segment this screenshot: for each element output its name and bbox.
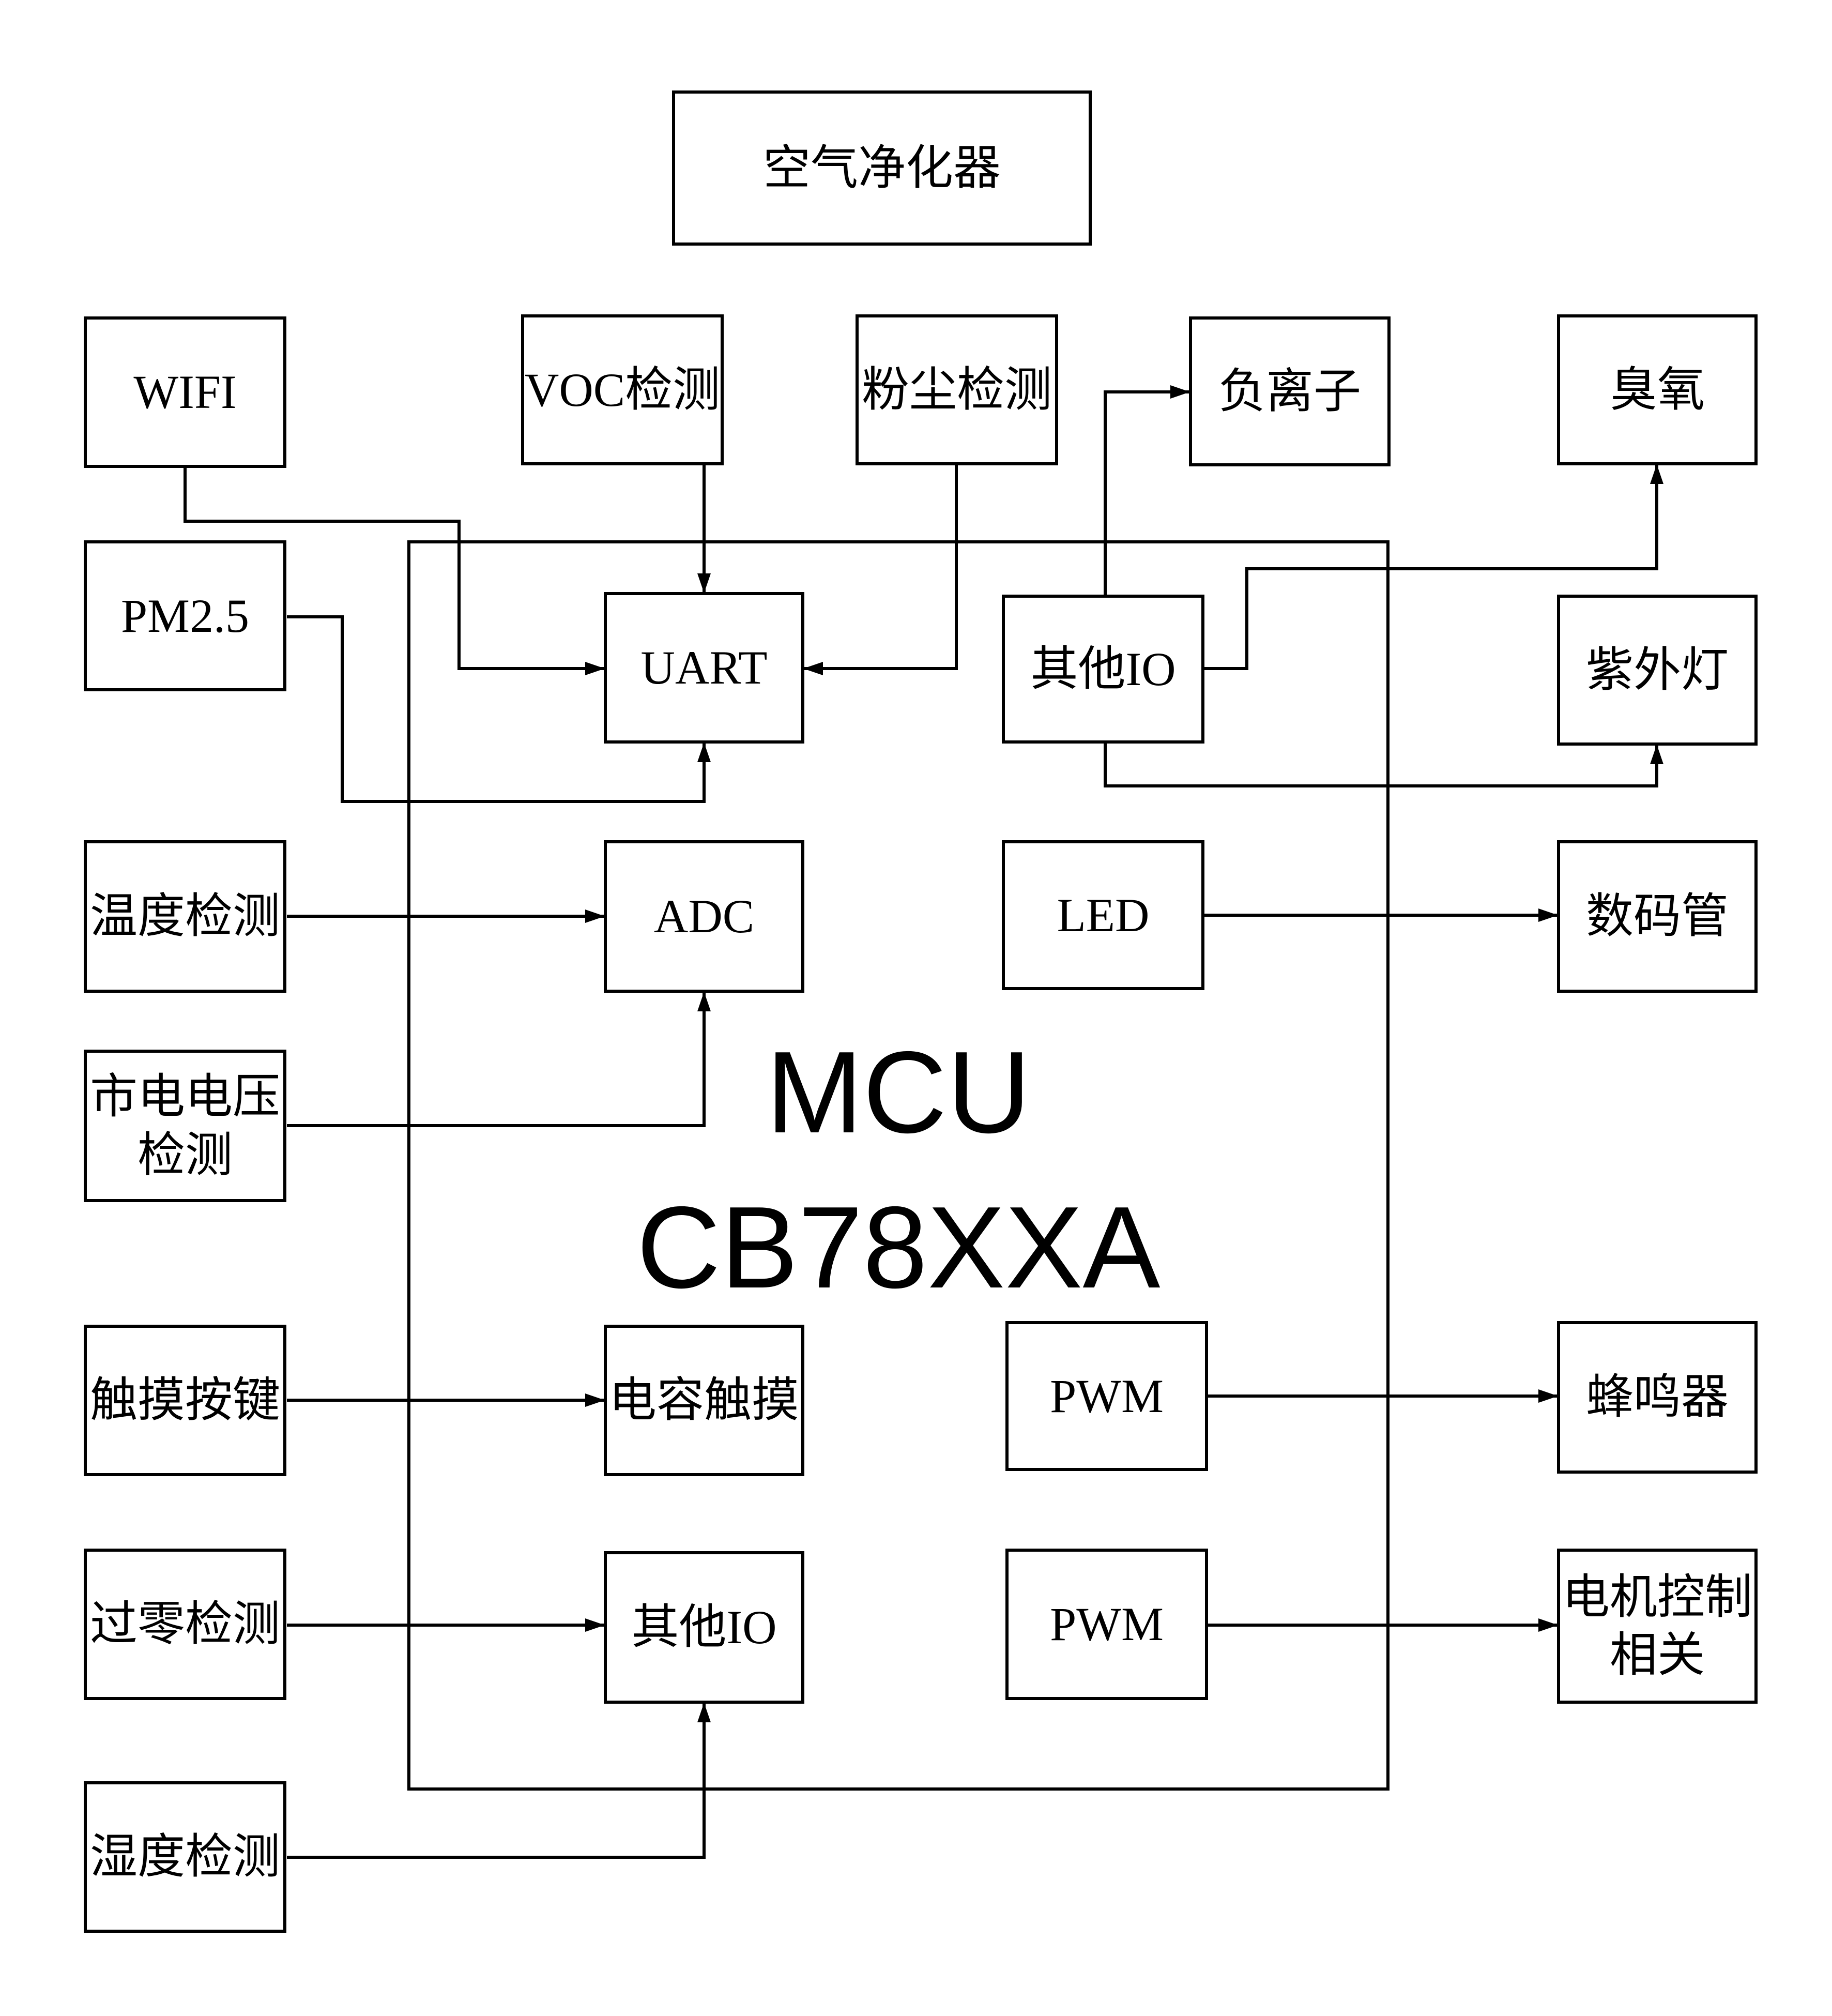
- node-ozone: 臭氧: [1557, 314, 1758, 465]
- node-pm25: PM2.5: [84, 540, 286, 691]
- connector-other-io-to-uv-lamp: [1104, 744, 1663, 787]
- node-other-io-top: 其他IO: [1002, 595, 1204, 744]
- node-adc: ADC: [604, 840, 804, 993]
- connector-wifi-to-uart: [184, 468, 605, 675]
- mcu-name: MCU: [766, 1027, 1031, 1157]
- node-zero-cross-detect: 过零检测: [84, 1549, 286, 1700]
- node-uv-lamp: 紫外灯: [1557, 595, 1758, 746]
- node-digital-tube: 数码管: [1557, 840, 1758, 993]
- node-air-purifier: 空气净化器: [672, 90, 1092, 246]
- node-buzzer: 蜂鸣器: [1557, 1321, 1758, 1474]
- node-cap-touch: 电容触摸: [604, 1325, 804, 1476]
- node-dust-detect: 粉尘检测: [856, 314, 1058, 465]
- node-temp-detect: 温度检测: [84, 840, 286, 993]
- node-uart: UART: [604, 592, 804, 744]
- node-other-io-bottom: 其他IO: [604, 1551, 804, 1704]
- mcu-model: CB78XXA: [636, 1182, 1161, 1312]
- node-wifi: WIFI: [84, 316, 286, 468]
- mcu-label: MCU CB78XXA: [407, 1014, 1390, 1325]
- connector-humidity-to-other-io: [287, 1703, 711, 1859]
- node-mains-voltage-detect: 市电电压 检测: [84, 1050, 286, 1202]
- connector-pm25-to-uart: [287, 615, 711, 803]
- node-pwm-bottom: PWM: [1005, 1549, 1208, 1700]
- node-led: LED: [1002, 840, 1204, 990]
- node-touch-key: 触摸按键: [84, 1325, 286, 1476]
- connector-mains-voltage-to-adc: [287, 992, 711, 1127]
- node-humidity-detect: 湿度检测: [84, 1781, 286, 1933]
- node-motor-control: 电机控制 相关: [1557, 1549, 1758, 1704]
- node-voc-detect: VOC检测: [521, 314, 724, 465]
- connector-dust-to-uart: [803, 465, 958, 675]
- mcu-block-outline: [407, 540, 1390, 1791]
- connector-other-io-to-ozone: [1204, 464, 1663, 670]
- node-negative-ion: 负离子: [1189, 316, 1391, 466]
- connector-other-io-to-negative-ion: [1104, 385, 1190, 595]
- node-pwm-top: PWM: [1005, 1321, 1208, 1471]
